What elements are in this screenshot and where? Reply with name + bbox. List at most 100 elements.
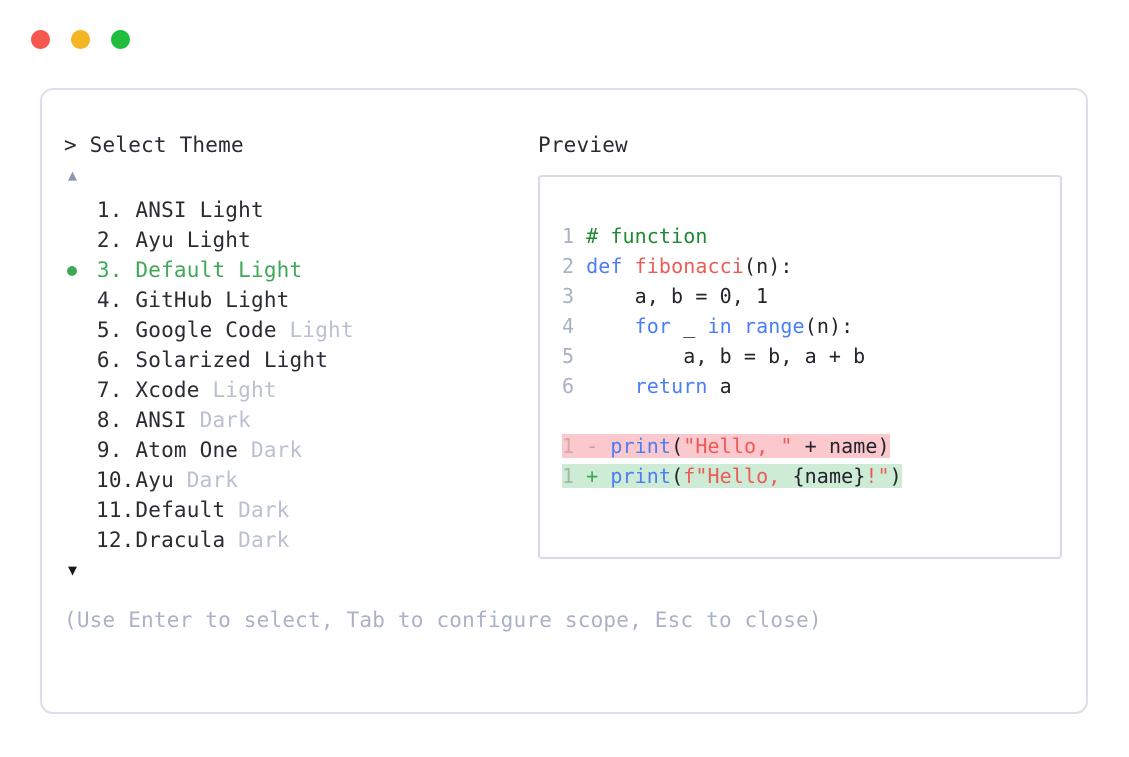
code-token-keyword: for <box>634 314 672 338</box>
diff-line-number: 1 <box>562 464 575 488</box>
theme-item-index: 1. <box>96 198 123 222</box>
theme-list-item[interactable]: 11. Default Dark <box>64 495 534 525</box>
preview-label: Preview <box>538 133 628 157</box>
code-token-plain: a, b = 0, 1 <box>586 284 769 308</box>
theme-item-variant: Dark <box>250 438 303 462</box>
theme-item-text: 2. Ayu Light <box>64 225 251 255</box>
theme-list-item[interactable]: 4. GitHub Light <box>64 285 534 315</box>
code-token-builtin: range <box>743 314 805 338</box>
theme-item-variant: Light <box>263 348 329 372</box>
theme-item-variant: Light <box>212 378 277 402</box>
code-token-plain <box>586 314 635 338</box>
theme-item-index: 6. <box>96 348 123 372</box>
theme-item-variant: Light <box>238 258 303 282</box>
code-token-plain: {name} <box>792 464 866 488</box>
code-token-punct: ) <box>889 464 902 488</box>
code-token-plain: _ <box>671 314 708 338</box>
code-line-number: 6 <box>562 374 575 398</box>
theme-list-item[interactable]: 1. ANSI Light <box>64 195 534 225</box>
maximize-button[interactable] <box>111 30 130 49</box>
code-token-builtin: print <box>610 434 672 458</box>
diff-line-number: 1 <box>562 434 575 458</box>
theme-item-name: GitHub <box>122 288 226 312</box>
keyboard-hint: (Use Enter to select, Tab to configure s… <box>64 608 822 632</box>
prompt-label: > Select Theme <box>64 133 244 157</box>
code-line: 3 a, b = 0, 1 <box>562 281 1060 311</box>
code-token-string: "Hello, " <box>683 434 793 458</box>
code-token-string: f"Hello, <box>683 464 793 488</box>
scroll-down-arrow-icon[interactable]: ▼ <box>68 561 78 579</box>
code-token-punct: ( <box>671 464 684 488</box>
theme-item-index: 8. <box>96 408 123 432</box>
theme-item-variant: Light <box>186 228 251 252</box>
theme-list-item[interactable]: 6. Solarized Light <box>64 345 534 375</box>
theme-item-index: 9. <box>96 438 123 462</box>
code-line-number: 1 <box>562 224 575 248</box>
theme-list-item[interactable]: 7. Xcode Light <box>64 375 534 405</box>
theme-item-name: Dracula <box>122 528 239 552</box>
theme-item-index: 12. <box>96 528 135 552</box>
theme-item-text: 12. Dracula Dark <box>64 525 290 555</box>
theme-item-text: 8. ANSI Dark <box>64 405 251 435</box>
theme-item-name: Xcode <box>122 378 213 402</box>
theme-list-item[interactable]: 10. Ayu Dark <box>64 465 534 495</box>
code-token-plain: a <box>707 374 732 398</box>
theme-list-item[interactable]: 12. Dracula Dark <box>64 525 534 555</box>
theme-item-text: 3. Default Light <box>64 255 302 285</box>
code-token-keyword: def <box>586 254 635 278</box>
theme-item-index: 5. <box>96 318 123 342</box>
theme-item-name: ANSI <box>122 408 200 432</box>
theme-item-variant: Dark <box>199 408 251 432</box>
scroll-up-arrow-icon[interactable]: ▲ <box>68 166 78 184</box>
theme-item-index: 10. <box>96 468 135 492</box>
code-token-punct: ( <box>671 434 684 458</box>
code-token-builtin: print <box>610 464 672 488</box>
code-line-number: 4 <box>562 314 575 338</box>
theme-item-index: 7. <box>96 378 123 402</box>
code-line: 2 def fibonacci(n): <box>562 251 1060 281</box>
theme-item-text: 1. ANSI Light <box>64 195 264 225</box>
theme-item-name: Default <box>122 258 239 282</box>
theme-item-variant: Dark <box>186 468 239 492</box>
code-token-plain <box>586 374 635 398</box>
theme-item-text: 4. GitHub Light <box>64 285 290 315</box>
theme-list-item[interactable]: 2. Ayu Light <box>64 225 534 255</box>
minimize-button[interactable] <box>71 30 90 49</box>
diff-line-highlight: 1+ print(f"Hello, {name}!") <box>562 464 902 488</box>
code-token-punct: (n): <box>743 254 793 278</box>
code-token-comment: # function <box>586 224 708 248</box>
diff-line-addition: 1+ print(f"Hello, {name}!") <box>562 461 1060 491</box>
theme-item-variant: Light <box>225 288 290 312</box>
theme-item-text: 10. Ayu Dark <box>64 465 238 495</box>
code-token-keyword: return <box>634 374 708 398</box>
theme-list-item[interactable]: 8. ANSI Dark <box>64 405 534 435</box>
theme-item-name: Ayu <box>122 468 187 492</box>
diff-line-deletion: 1- print("Hello, " + name) <box>562 431 1060 461</box>
code-line: 5 a, b = b, a + b <box>562 341 1060 371</box>
theme-item-name: Solarized <box>122 348 264 372</box>
code-line-number: 2 <box>562 254 575 278</box>
window-traffic-lights <box>31 30 130 49</box>
close-button[interactable] <box>31 30 50 49</box>
theme-item-text: 9. Atom One Dark <box>64 435 302 465</box>
theme-item-name: Google Code <box>122 318 290 342</box>
theme-item-name: ANSI <box>122 198 200 222</box>
diff-marker: + <box>586 464 611 488</box>
code-token-punct: (n): <box>804 314 854 338</box>
theme-item-index: 3. <box>96 258 123 282</box>
code-spacer <box>562 401 1060 431</box>
theme-item-index: 4. <box>96 288 123 312</box>
code-token-plain <box>732 314 744 338</box>
theme-list-item[interactable]: 9. Atom One Dark <box>64 435 534 465</box>
theme-item-text: 6. Solarized Light <box>64 345 328 375</box>
code-token-func: fibonacci <box>634 254 744 278</box>
code-line: 6 return a <box>562 371 1060 401</box>
selected-bullet-icon <box>67 266 77 276</box>
theme-item-variant: Light <box>289 318 354 342</box>
theme-list-item[interactable]: 5. Google Code Light <box>64 315 534 345</box>
theme-list-item[interactable]: 3. Default Light <box>64 255 534 285</box>
